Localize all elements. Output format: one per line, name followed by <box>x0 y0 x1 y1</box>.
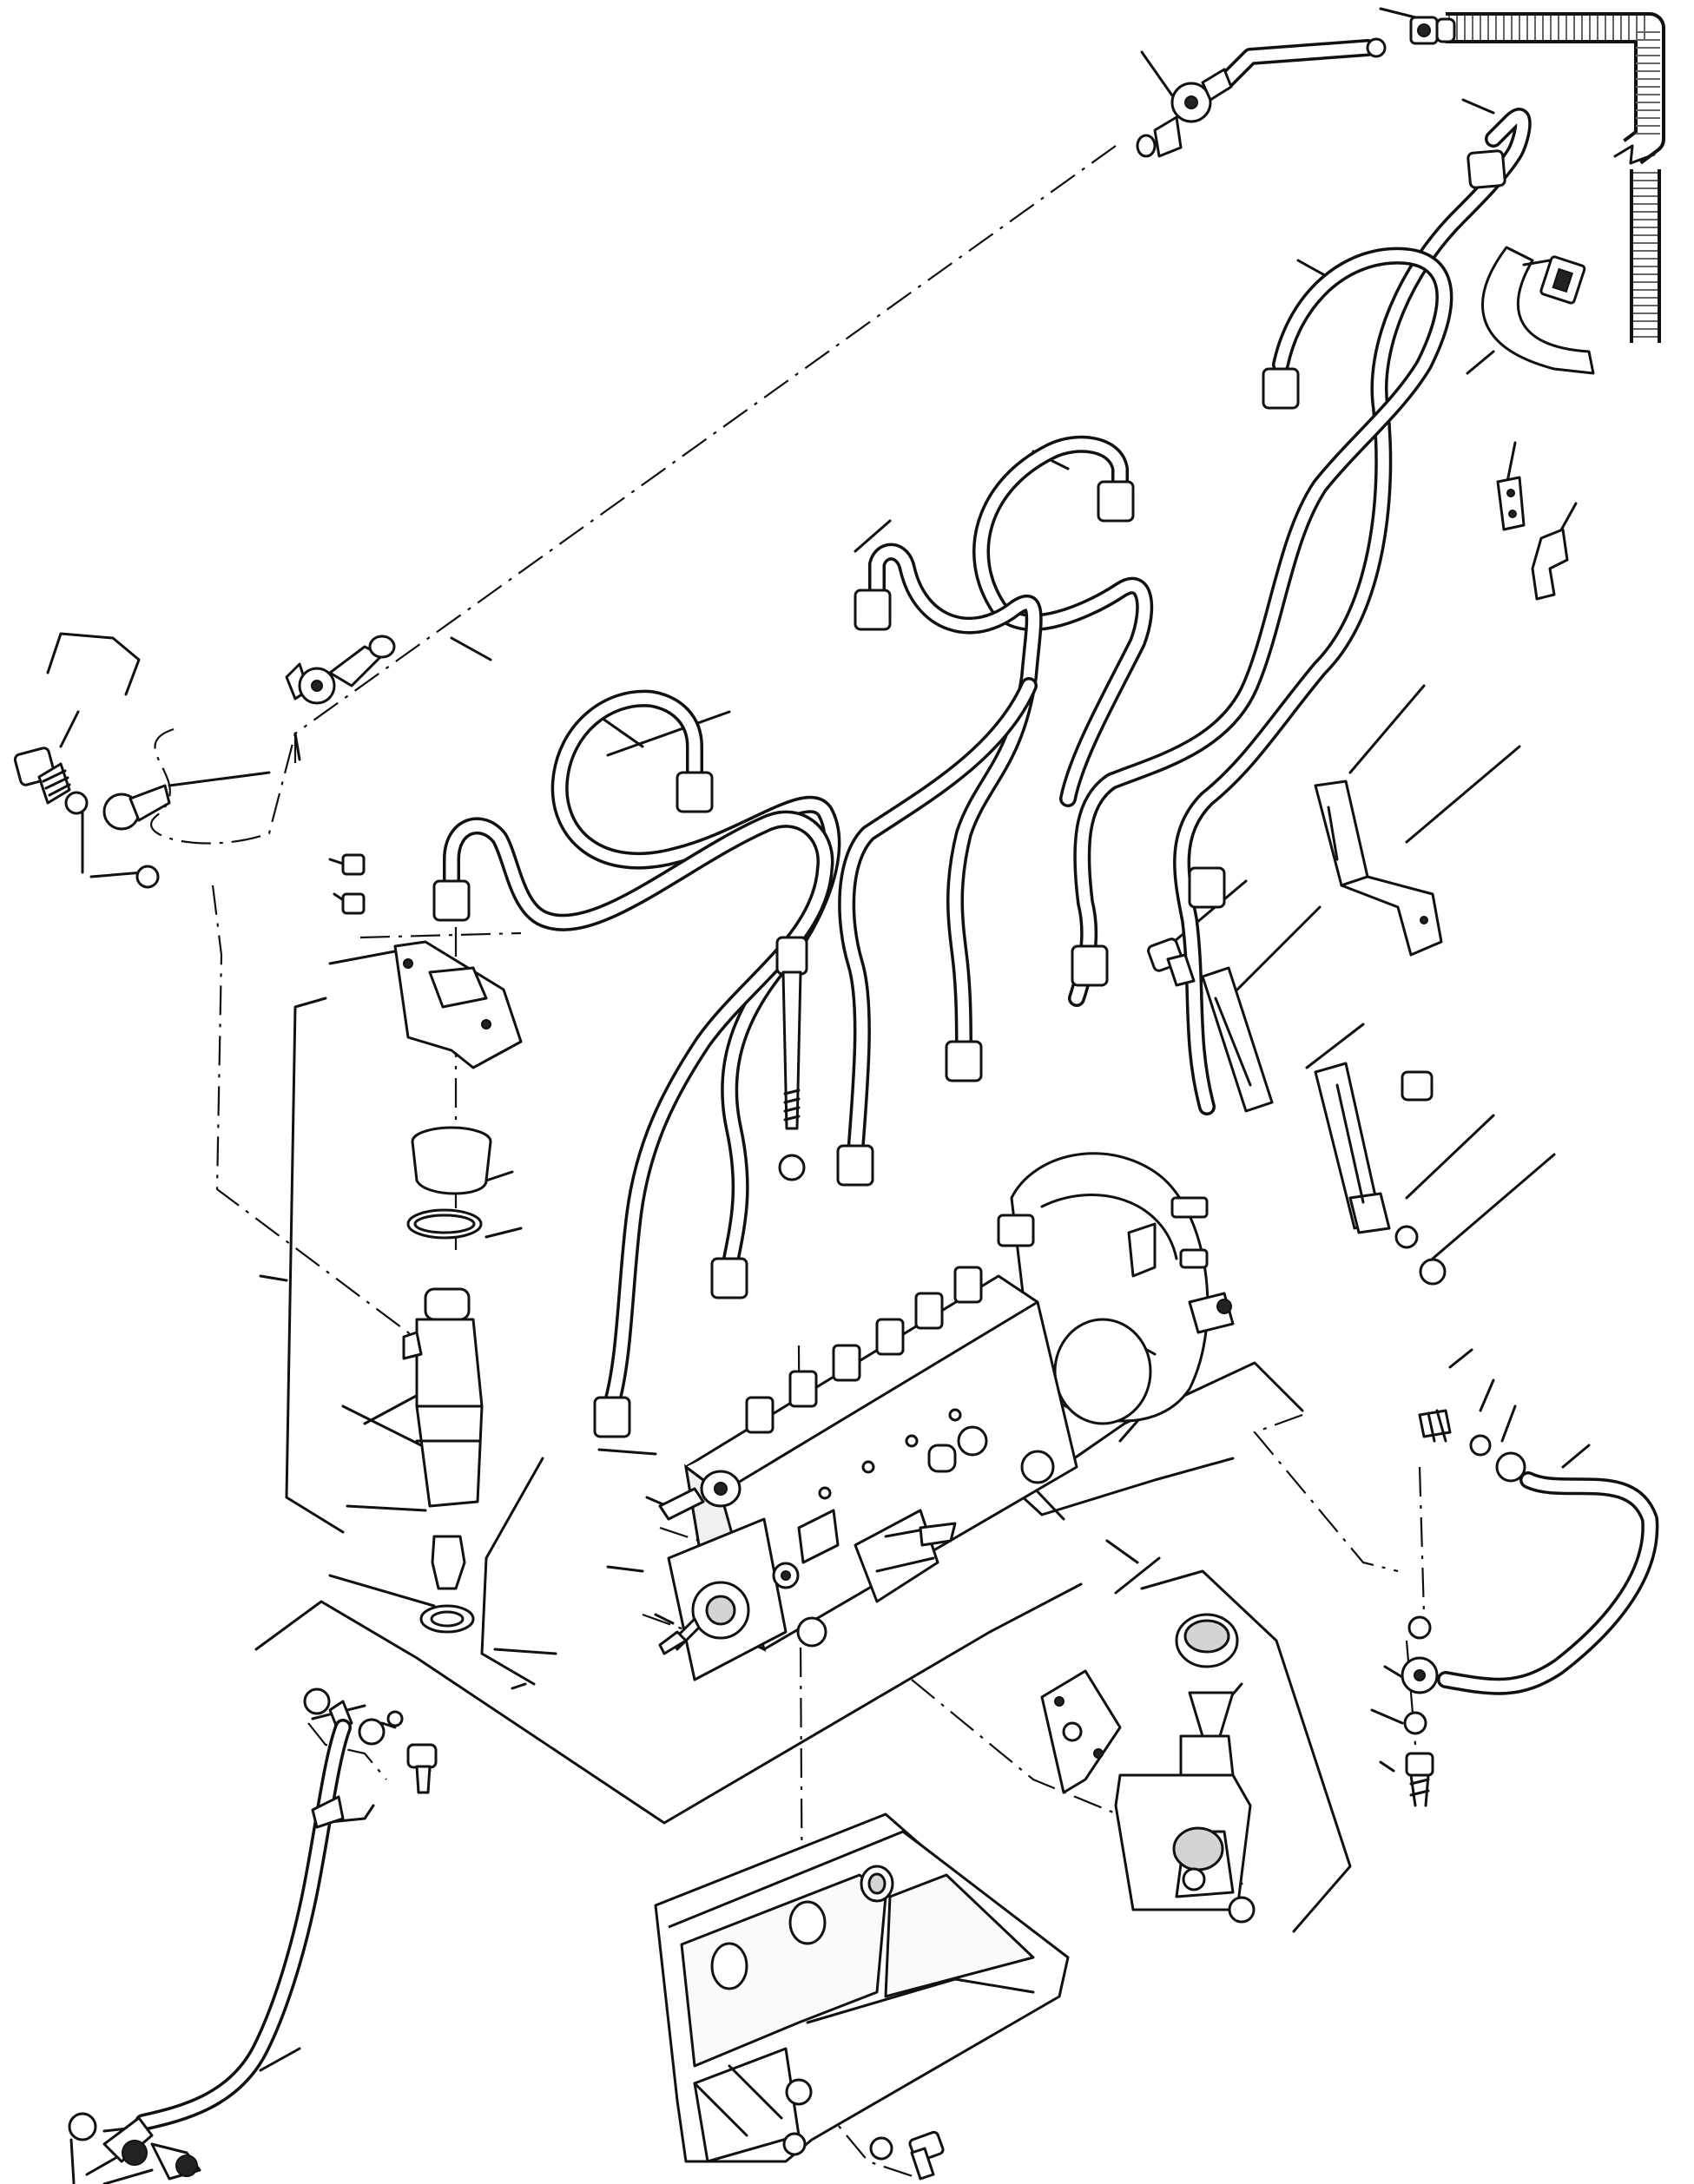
nozzle-holder-assembly <box>341 853 523 1634</box>
pump-mounting-bracket <box>654 1812 1070 2181</box>
leak-off-hose <box>1446 12 1665 343</box>
leak-off-pipe-right <box>1401 1409 1659 1807</box>
leak-off-pipe-top <box>1216 16 1456 91</box>
pipe-end-nuts <box>432 149 1506 1438</box>
delivery-valve-holders <box>745 1214 1035 1434</box>
small-clips <box>1496 476 1569 601</box>
fuel-hose-lower <box>68 1687 438 2181</box>
feed-pump <box>1040 1613 1256 1924</box>
banjo-fitting-top <box>1136 68 1233 158</box>
mounting-brackets-right <box>1147 780 1447 1286</box>
return-banjo-left <box>13 635 396 889</box>
hose-clamp <box>1481 246 1595 375</box>
injection-pump <box>658 1152 1235 1681</box>
hold-down-stud <box>775 936 808 1181</box>
